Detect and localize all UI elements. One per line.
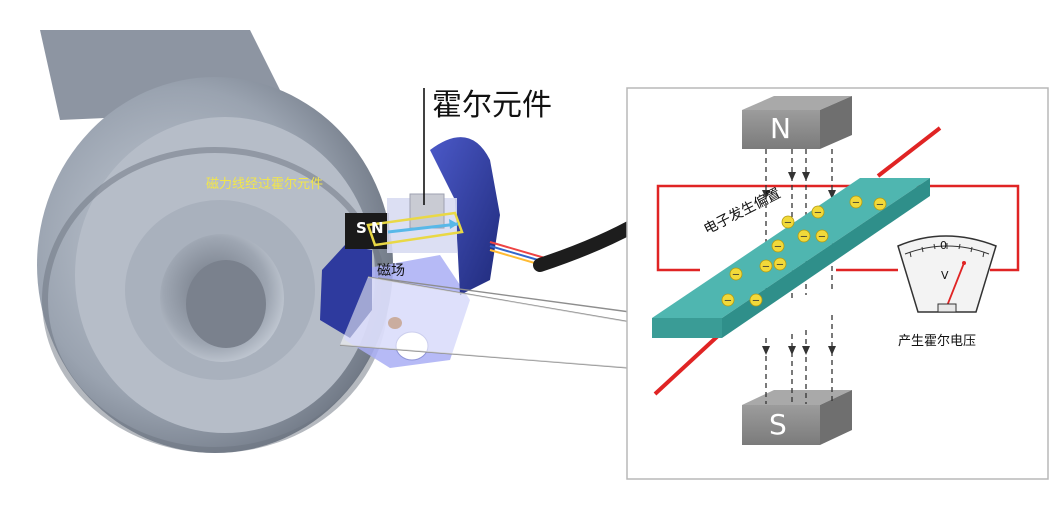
electron-sign: − (814, 208, 822, 219)
electron (797, 229, 811, 243)
sensor-blue-arc (430, 137, 500, 295)
electron (759, 259, 773, 273)
flux-arrow (387, 222, 459, 234)
electron-sign: − (784, 218, 792, 229)
magnet-south (742, 390, 852, 445)
hall-plate-top (652, 178, 930, 318)
flux-label: 磁力线经过霍尔元件 (206, 177, 324, 192)
electron-sign: − (800, 232, 808, 243)
hall-chip (409, 193, 445, 229)
electron-sign: − (818, 232, 826, 243)
flux-yellow-outline (366, 211, 464, 247)
field-arrowheads-upper (762, 172, 836, 199)
magnet-north (742, 96, 852, 149)
electron (781, 215, 795, 229)
inset-panel: −−−−−−−−−−−− (626, 87, 1049, 480)
electron (749, 293, 763, 307)
hall-plate (652, 178, 930, 338)
electron (811, 205, 825, 219)
electron-sign: − (752, 296, 760, 307)
magnet-south-label: S (769, 408, 787, 441)
voltmeter-pivot (937, 303, 957, 313)
voltmeter-needle (946, 262, 965, 307)
pole-s-label: S (356, 219, 367, 237)
electron-sign: − (774, 242, 782, 253)
flux-arrowhead (449, 219, 458, 229)
voltmeter-body (897, 235, 997, 313)
electron (873, 197, 887, 211)
electron-sign: − (876, 200, 884, 211)
hall-plate-side (722, 178, 930, 338)
sensor-cable (533, 215, 647, 272)
hall-voltage-label: 产生霍尔电压 (898, 334, 977, 349)
electron (773, 257, 787, 271)
voltmeter-ticks (909, 243, 985, 258)
electron-group: −−−−−−−−−−−− (721, 195, 887, 307)
current-lead-top (876, 126, 942, 178)
voltmeter-zero-label: 0 (940, 239, 947, 252)
electron-sign: − (762, 262, 770, 273)
electron-sign: − (852, 198, 860, 209)
voltmeter (897, 235, 997, 313)
electron (771, 239, 785, 253)
hall-plate-front (652, 318, 722, 338)
electron-sign: − (724, 296, 732, 307)
electron (849, 195, 863, 209)
electron (721, 293, 735, 307)
magnetic-field-label: 磁场 (377, 263, 405, 279)
sensor-cable-wires (489, 241, 546, 259)
circuit-wire (656, 184, 1020, 272)
current-lead-bottom (653, 332, 722, 396)
zoom-callout-lines (339, 276, 631, 369)
electron-sign: − (776, 260, 784, 271)
electron (729, 267, 743, 281)
pole-n-label: N (371, 219, 384, 237)
electron (815, 229, 829, 243)
field-arrowheads-lower (762, 346, 836, 355)
voltmeter-unit-label: V (941, 269, 949, 282)
hall-element-label: 霍尔元件 (432, 88, 552, 123)
motor-hub-hole (186, 260, 266, 348)
electron-sign: − (732, 270, 740, 281)
magnet-north-label: N (770, 112, 791, 145)
motor-illustration (37, 30, 393, 453)
